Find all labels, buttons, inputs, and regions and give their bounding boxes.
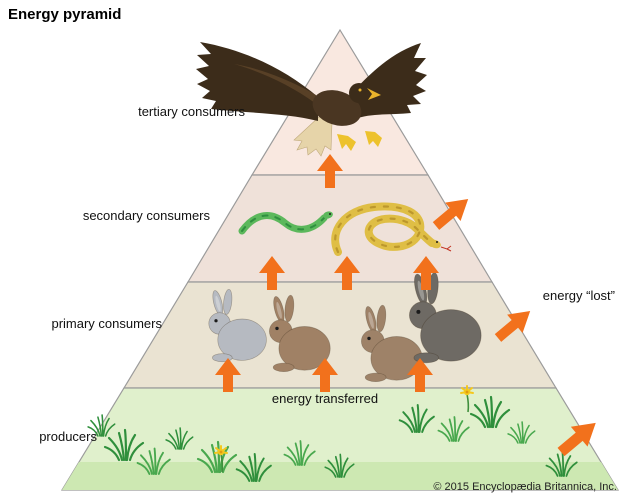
primary-level-region — [122, 281, 558, 389]
energy-lost-label: energy “lost” — [542, 288, 615, 303]
up-arrow — [215, 358, 241, 392]
up-arrow — [334, 256, 360, 290]
up-arrow — [317, 154, 343, 188]
energy-transferred-label: energy transferred — [271, 391, 379, 406]
label-producers: producers — [39, 429, 97, 444]
eagle-talon — [365, 131, 382, 147]
energy-lost-arrows — [432, 199, 596, 457]
energy-transfer-arrows — [215, 154, 439, 392]
label-secondary-consumers: secondary consumers — [82, 208, 210, 223]
eagle-body — [312, 90, 362, 126]
page-title: Energy pyramid — [8, 6, 122, 23]
yellow-snake-illustration — [331, 202, 452, 256]
eagle-illustration — [196, 42, 427, 157]
label-primary-consumers: primary consumers — [51, 316, 162, 331]
eagle-tail — [293, 115, 333, 157]
eagle-talon — [337, 134, 356, 151]
up-arrow — [259, 256, 285, 290]
up-arrow — [312, 358, 338, 392]
lost-arrow — [494, 311, 531, 342]
lost-arrow — [557, 422, 596, 457]
eagle-left-wing — [196, 42, 318, 121]
copyright-notice: © 2015 Encyclopædia Britannica, Inc. — [433, 481, 617, 493]
eagle-eye — [358, 88, 362, 92]
eagle-head — [349, 83, 369, 103]
up-arrow — [407, 358, 433, 392]
green-snake-illustration — [238, 211, 333, 235]
up-arrow — [413, 256, 439, 290]
lost-arrow — [432, 199, 469, 230]
label-tertiary-consumers: tertiary consumers — [138, 104, 245, 119]
eagle-right-wing — [350, 43, 427, 119]
eagle-beak — [367, 88, 381, 100]
